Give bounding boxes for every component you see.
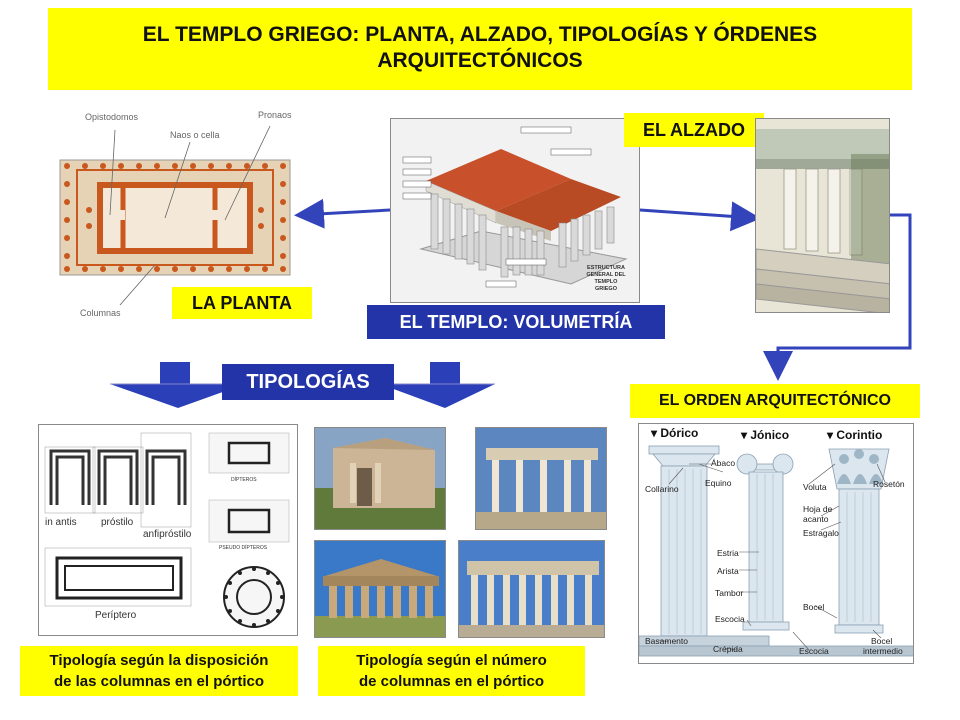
part-abaco: Ábaco — [711, 458, 736, 468]
templo-caption-line2: GENERAL DEL — [586, 272, 626, 278]
part-roseton: Rosetón — [873, 479, 905, 489]
part-escocia-1: Escocia — [715, 614, 745, 624]
part-bocel-intermedio-1: Bocel — [871, 636, 893, 646]
part-tambor: Tambor — [715, 588, 744, 598]
plan-periptero-label: Períptero — [95, 610, 137, 621]
orden-diagram: ▾ Dórico ▾ Jónico ▾ Corintio Ábaco Colla… — [638, 423, 914, 664]
label-columnas: Columnas — [80, 308, 121, 318]
main-title-line1: EL TEMPLO GRIEGO: PLANTA, ALZADO, TIPOLO… — [142, 23, 818, 46]
plan-in-antis-label: in antis — [45, 517, 77, 528]
alzado-label: EL ALZADO — [624, 113, 764, 147]
order-dorico: ▾ Dórico — [651, 426, 699, 440]
photo-hera-image — [315, 541, 445, 637]
photo-treasury — [314, 427, 446, 530]
temple-drawing: ESTRUCTURA GENERAL DEL TEMPLO GRIEGO — [391, 119, 639, 302]
part-escocia-2: Escocia — [799, 646, 829, 656]
templo-caption-line4: GRIEGO — [595, 286, 618, 292]
part-estragalo: Estragalo — [803, 528, 839, 538]
part-collarino: Collarino — [645, 484, 679, 494]
caption-column-number: Tipología según el número de columnas en… — [318, 646, 585, 696]
part-bocel-intermedio-2: intermedio — [863, 646, 903, 656]
tipologias-plans-panel: in antis próstilo anfipróstilo Períptero… — [38, 424, 298, 636]
part-estria: Estria — [717, 548, 739, 558]
part-equino: Equino — [705, 478, 732, 488]
big-arrow-right — [380, 362, 495, 408]
templo-caption-line1: ESTRUCTURA — [587, 265, 625, 271]
photo-nike-temple — [475, 427, 607, 530]
order-jonico: ▾ Jónico — [741, 428, 790, 442]
orden-label: EL ORDEN ARQUITECTÓNICO — [630, 384, 920, 418]
photo-hera-temple — [314, 540, 446, 638]
planta-diagram: Opistodomos Naos o cella Pronaos Columna… — [55, 100, 300, 320]
main-title-line2: ARQUITECTÓNICOS — [377, 49, 583, 72]
arrow-to-planta — [294, 198, 391, 229]
photo-parthenon — [458, 540, 605, 638]
part-voluta: Voluta — [803, 482, 827, 492]
tipologias-label: TIPOLOGÍAS — [222, 364, 394, 400]
plan-pseudo-dipteros-label: PSEUDO DÍPTEROS — [219, 545, 268, 551]
orders-drawing — [639, 424, 913, 663]
label-opistodomos: Opistodomos — [85, 112, 139, 122]
caption-column-number-line2: de columnas en el pórtico — [358, 673, 545, 690]
caption-column-position: Tipología según la disposición de las co… — [20, 646, 298, 696]
label-pronaos: Pronaos — [258, 110, 292, 120]
templo-caption-line3: TEMPLO — [595, 279, 619, 285]
tipologias-plans-drawing — [44, 432, 290, 628]
photo-parthenon-image — [459, 541, 604, 637]
caption-column-number-line1: Tipología según el número — [356, 652, 547, 669]
caption-column-position-line1: Tipología según la disposición — [49, 652, 269, 669]
main-title: EL TEMPLO GRIEGO: PLANTA, ALZADO, TIPOLO… — [48, 8, 912, 90]
part-hoja-acanto-1: Hoja de — [803, 504, 833, 514]
photo-nike-image — [476, 428, 606, 529]
plan-prostilo-label: próstilo — [101, 517, 134, 528]
templo-volumetria-image: ESTRUCTURA GENERAL DEL TEMPLO GRIEGO — [390, 118, 640, 303]
part-arista: Arista — [717, 566, 739, 576]
planta-label: LA PLANTA — [172, 287, 312, 319]
order-corintio: ▾ Corintio — [827, 428, 883, 442]
caption-column-position-line2: de las columnas en el pórtico — [53, 673, 265, 690]
alzado-image — [755, 118, 890, 313]
label-naos: Naos o cella — [170, 130, 220, 140]
part-hoja-acanto-2: acanto — [803, 514, 829, 524]
part-crepida: Crépida — [713, 644, 743, 654]
part-basamento: Basamento — [645, 636, 688, 646]
alzado-drawing — [756, 119, 889, 312]
planta-plan-drawing — [59, 125, 291, 306]
plan-anfiprostilo-label: anfipróstilo — [143, 529, 192, 540]
arrow-to-alzado — [639, 201, 761, 232]
plan-dipteros-label: DÍPTEROS — [231, 477, 257, 483]
photo-treasury-image — [315, 428, 445, 529]
part-bocel: Bocel — [803, 602, 825, 612]
templo-label: EL TEMPLO: VOLUMETRÍA — [367, 305, 665, 339]
